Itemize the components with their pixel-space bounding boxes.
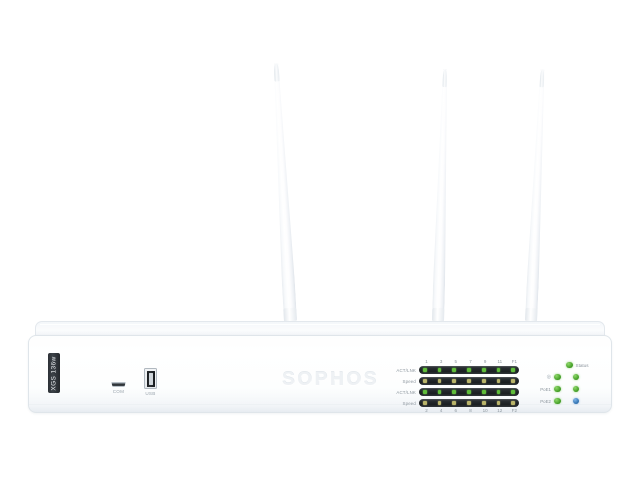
- status-line-poe2: PoE2: [527, 396, 579, 406]
- status-led-poe2-right: [572, 397, 579, 405]
- led-bar: [419, 388, 519, 396]
- port-led: [423, 390, 427, 394]
- antenna-shaft: [432, 69, 451, 321]
- usb-port-label: USB: [145, 391, 156, 396]
- brand-logo: SOPHOS: [282, 369, 379, 390]
- port-led: [452, 401, 457, 405]
- port-number-row-even: 2 4 6 8 10 12 F2: [422, 408, 519, 413]
- port-led: [511, 401, 515, 405]
- port-led: [511, 379, 515, 383]
- status-led-poe1-left: [554, 385, 561, 393]
- status-led-cluster: Status ◎ PoE1 PoE2: [527, 360, 605, 412]
- led-row-label: ACT/LNK: [396, 389, 416, 395]
- port-number-label: 6: [454, 408, 458, 413]
- port-led: [481, 379, 486, 383]
- led-bar: [419, 399, 519, 407]
- port-number-label: 2: [425, 408, 428, 413]
- port-number-label: 5: [454, 359, 458, 364]
- port-number-label: 9: [483, 359, 487, 364]
- antenna-shaft: [525, 69, 548, 321]
- model-badge: XGS 136w: [48, 353, 60, 393]
- status-led-poe1-right: [572, 385, 579, 393]
- micro-usb-port-icon: [111, 382, 126, 387]
- port-led: [423, 368, 427, 372]
- status-line-wifi: ◎: [527, 372, 579, 382]
- led-row-2: ACT/LNK: [367, 388, 522, 396]
- port-led: [496, 390, 501, 394]
- com-port[interactable]: COM: [111, 382, 126, 394]
- antenna-shaft: [270, 63, 297, 321]
- port-led: [481, 390, 486, 394]
- status-line-label: ◎: [527, 374, 554, 380]
- port-led: [496, 368, 501, 372]
- model-badge-label: XGS 136w: [50, 355, 58, 391]
- port-number-label: 12: [497, 408, 503, 413]
- status-led-wifi-right: [572, 373, 579, 381]
- led-bar: [419, 377, 519, 385]
- port-led: [496, 379, 501, 383]
- antenna-base: [283, 307, 297, 322]
- port-number-label: F2: [511, 408, 518, 413]
- port-led: [467, 368, 471, 372]
- port-led: [437, 379, 442, 383]
- port-number-label: 7: [469, 359, 472, 364]
- status-led-poe2-left: [554, 397, 561, 405]
- status-line-label: PoE1: [540, 386, 551, 392]
- led-row-label: Speed: [402, 400, 416, 406]
- port-number-label: 8: [469, 408, 472, 413]
- port-led: [481, 401, 486, 405]
- port-number-label: F1: [511, 359, 518, 364]
- port-led: [467, 379, 471, 383]
- port-led: [437, 390, 442, 394]
- port-led: [452, 379, 457, 383]
- port-led: [511, 390, 515, 394]
- antenna-base: [432, 308, 445, 322]
- status-led-wifi-left: [554, 373, 561, 381]
- port-led: [423, 379, 427, 383]
- wifi-icon: ◎: [546, 374, 551, 380]
- port-led: [467, 401, 471, 405]
- port-number-row-odd: 1 3 5 7 9 11 F1: [422, 359, 519, 364]
- antenna-left: [270, 63, 297, 321]
- port-led: [423, 401, 427, 405]
- led-row-label: ACT/LNK: [396, 367, 416, 373]
- led-bar: [419, 366, 519, 374]
- status-line-status: Status: [527, 360, 589, 370]
- usb-a-port-icon: [144, 368, 157, 389]
- status-led-status: [566, 361, 573, 369]
- usb-port-cavity: [146, 370, 155, 387]
- antenna-center: [432, 69, 451, 322]
- antenna-right: [525, 69, 548, 322]
- port-number-label: 11: [497, 359, 503, 364]
- port-number-label: 3: [439, 359, 443, 364]
- port-led: [481, 368, 486, 372]
- status-led-text: Status: [575, 362, 589, 368]
- usb-port[interactable]: USB: [144, 368, 157, 396]
- antenna-tip: [273, 63, 280, 82]
- port-led: [452, 368, 457, 372]
- port-number-label: 10: [482, 408, 488, 413]
- port-led: [511, 368, 515, 372]
- port-led: [467, 390, 471, 394]
- port-led: [437, 368, 442, 372]
- port-led: [496, 401, 501, 405]
- led-row-3: Speed: [367, 399, 522, 407]
- port-led: [437, 401, 442, 405]
- port-led-panel: 1 3 5 7 9 11 F1 ACT/LNK Speed ACT/LNK Speed: [367, 359, 522, 414]
- chassis-top-lid: [35, 321, 605, 337]
- status-line-poe1: PoE1: [527, 384, 579, 394]
- led-row-label: Speed: [402, 378, 416, 384]
- led-row-1: Speed: [367, 377, 522, 385]
- led-row-0: ACT/LNK: [367, 366, 522, 374]
- port-number-label: 1: [425, 359, 428, 364]
- com-port-label: COM: [112, 389, 125, 394]
- port-number-label: 4: [439, 408, 443, 413]
- antenna-base: [525, 308, 538, 322]
- port-led: [452, 390, 457, 394]
- status-line-label: PoE2: [540, 398, 551, 404]
